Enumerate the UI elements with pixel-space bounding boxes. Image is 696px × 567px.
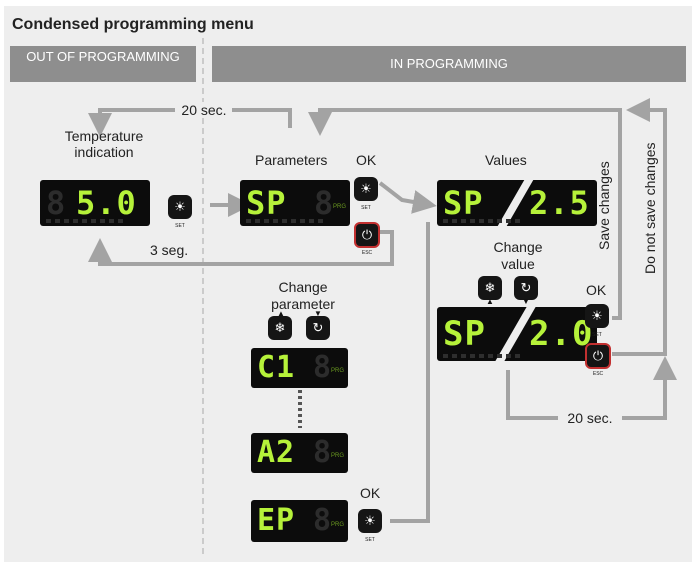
param-list-digits-1: C1 bbox=[257, 350, 296, 385]
set-button-value[interactable]: ☀ SET bbox=[585, 304, 609, 338]
esc-button-value[interactable]: ⏻ ESC bbox=[585, 343, 611, 377]
snowflake-up-icon: ❄ bbox=[274, 320, 286, 335]
power-esc-icon: ⏻ bbox=[361, 227, 373, 242]
temperature-digits: 5.0 bbox=[76, 184, 137, 222]
up-arrow-indicator: ▲ bbox=[277, 309, 285, 318]
up-button-value[interactable]: ❄ bbox=[478, 276, 502, 300]
cycle-down-icon: ↻ bbox=[520, 280, 532, 295]
arrow-esc-to-temp bbox=[88, 230, 394, 266]
down-arrow-indicator-value: ▼ bbox=[522, 297, 530, 306]
param-list-digits-2: A2 bbox=[257, 435, 296, 470]
ok-label-1: OK bbox=[356, 152, 377, 168]
parameters-label: Parameters bbox=[255, 152, 328, 168]
up-arrow-indicator-value: ▲ bbox=[486, 297, 494, 306]
timeout-top-label: 20 sec. bbox=[176, 102, 232, 118]
ok-label-2: OK bbox=[586, 282, 607, 298]
param-list-digits-3: EP bbox=[257, 503, 296, 538]
edit-param-digits: SP bbox=[443, 314, 486, 354]
prg-indicator-3: PRG bbox=[330, 522, 344, 528]
arrow-nosave bbox=[612, 98, 667, 356]
down-arrow-indicator: ▼ bbox=[314, 309, 322, 318]
values-label: Values bbox=[485, 152, 527, 168]
values-display: SP 2.5 bbox=[437, 180, 597, 226]
arrow-ep-to-params bbox=[390, 222, 430, 523]
power-esc-icon: ⏻ bbox=[592, 348, 604, 363]
prg-indicator: PRG bbox=[332, 204, 346, 210]
hold-time-label: 3 seg. bbox=[150, 242, 189, 258]
temperature-label: Temperature indication bbox=[64, 128, 144, 160]
lightbulb-set-icon: ☀ bbox=[591, 308, 603, 323]
arrow-ok-to-values bbox=[378, 181, 437, 214]
change-value-label: Change value bbox=[493, 239, 543, 272]
lightbulb-set-icon: ☀ bbox=[360, 181, 372, 196]
lightbulb-set-icon: ☀ bbox=[174, 199, 186, 214]
esc-button-params[interactable]: ⏻ ESC bbox=[354, 222, 380, 256]
arrow-timeout-bottom-a bbox=[506, 370, 558, 420]
arrow-save-to-params bbox=[308, 108, 622, 320]
parameter-display: SP 8 PRG bbox=[240, 180, 350, 226]
timeout-bottom-label: 20 sec. bbox=[559, 410, 621, 426]
set-button-temp[interactable]: ☀ SET bbox=[168, 195, 192, 229]
no-save-label: Do not save changes bbox=[642, 142, 658, 274]
values-value-digits: 2.5 bbox=[529, 184, 590, 222]
down-button-value[interactable]: ↻ bbox=[514, 276, 538, 300]
page-title: Condensed programming menu bbox=[12, 16, 254, 33]
values-param-digits: SP bbox=[443, 184, 484, 222]
out-of-programming-band: OUT OF PROGRAMMING bbox=[10, 46, 196, 82]
prg-indicator-1: PRG bbox=[330, 368, 344, 374]
ok-label-3: OK bbox=[360, 485, 381, 501]
save-changes-label: Save changes bbox=[596, 161, 612, 250]
change-parameter-label: Change parameter bbox=[271, 279, 335, 312]
arrow-timeout-top-a bbox=[232, 108, 292, 128]
cycle-down-icon: ↻ bbox=[312, 320, 324, 335]
diagram-panel bbox=[4, 6, 692, 562]
up-button-param[interactable]: ❄ bbox=[268, 316, 292, 340]
parameter-digits: SP bbox=[246, 184, 287, 222]
lightbulb-set-icon: ☀ bbox=[364, 513, 376, 528]
set-button-params[interactable]: ☀ SET bbox=[354, 177, 378, 211]
arrow-timeout-top-b bbox=[88, 108, 175, 137]
param-list-display-2: A2 8 PRG bbox=[251, 433, 348, 473]
in-programming-band: IN PROGRAMMING bbox=[212, 46, 686, 82]
edit-value-display: SP 2.0 bbox=[437, 307, 597, 361]
edit-value-digits: 2.0 bbox=[529, 314, 594, 354]
arrow-timeout-bottom-b bbox=[622, 356, 677, 420]
param-list-display-3: EP 8 PRG bbox=[251, 500, 348, 542]
set-button-ep[interactable]: ☀ SET bbox=[358, 509, 382, 543]
snowflake-up-icon: ❄ bbox=[484, 280, 496, 295]
prg-indicator-2: PRG bbox=[330, 453, 344, 459]
temperature-display: 8 5.0 bbox=[40, 180, 150, 226]
down-button-param[interactable]: ↻ bbox=[306, 316, 330, 340]
param-list-display-1: C1 8 PRG bbox=[251, 348, 348, 388]
